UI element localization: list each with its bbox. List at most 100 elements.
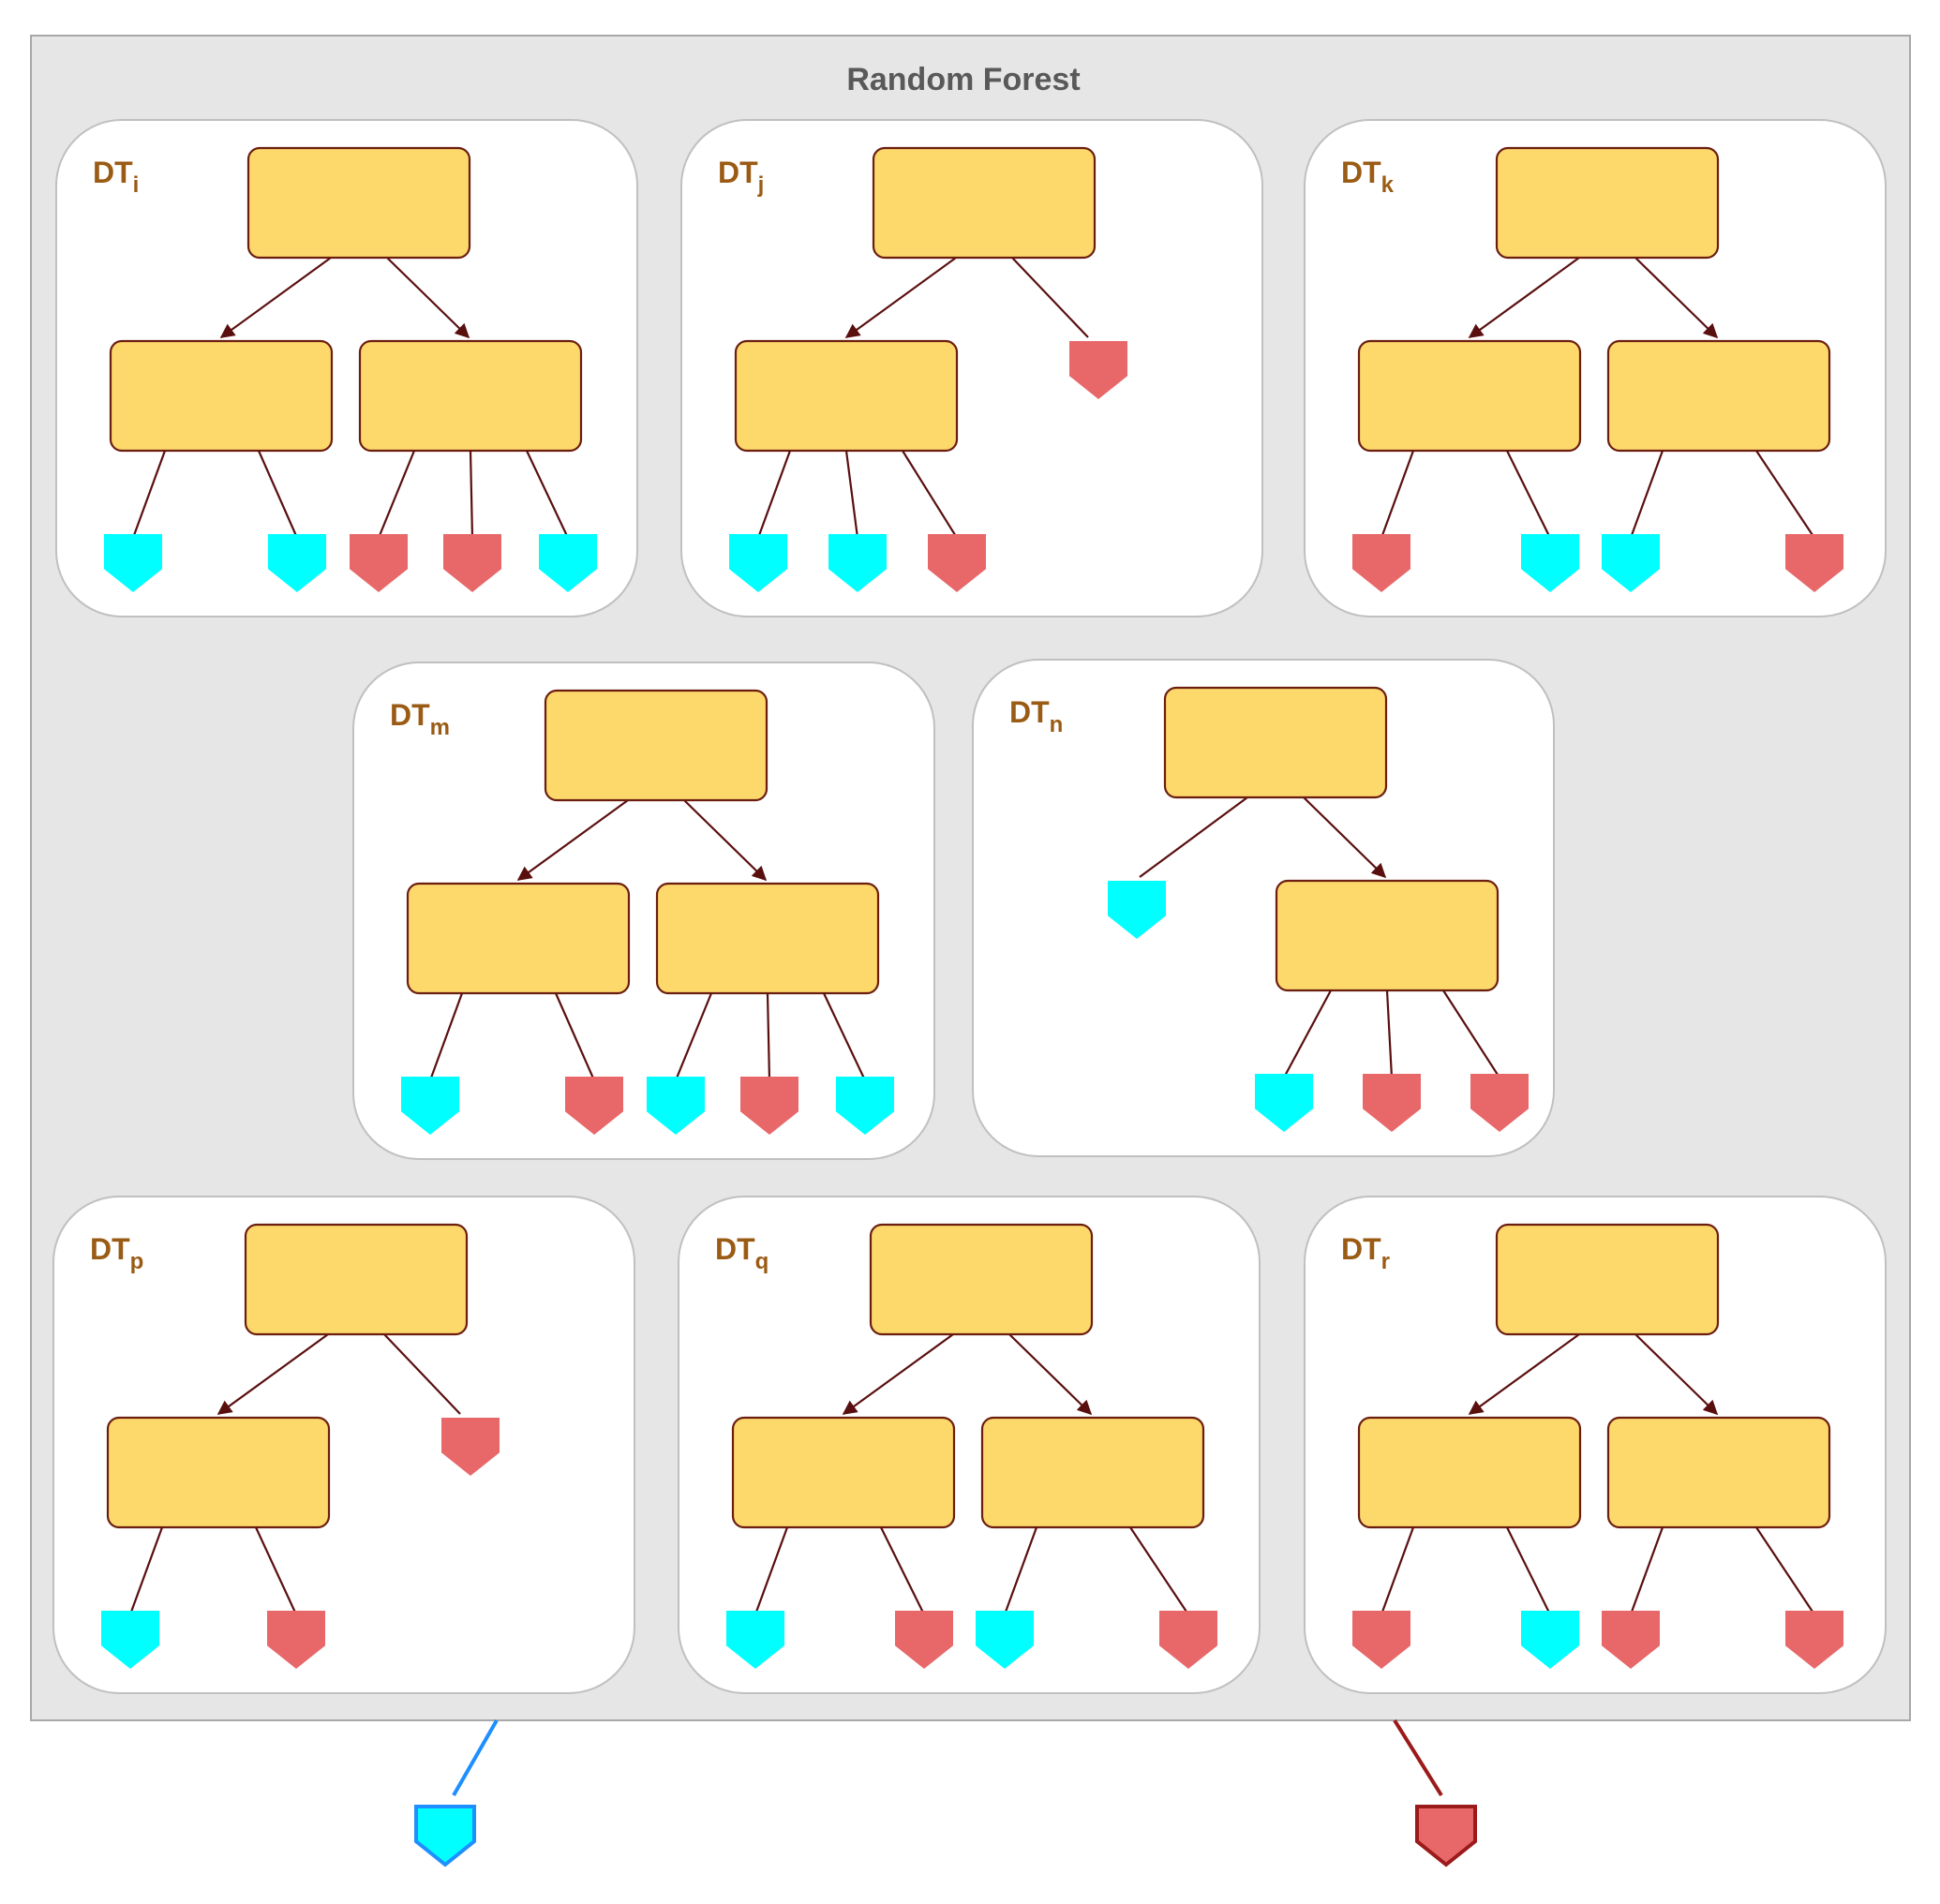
leaf-cyan [828, 534, 887, 592]
tree-edge [526, 450, 569, 539]
tree-panel-k: DTk [1304, 119, 1887, 617]
tree-edge [1303, 796, 1387, 879]
tree-edge [516, 799, 629, 881]
leaf-red [1352, 534, 1410, 592]
tree-edge [880, 1526, 925, 1615]
tree-label-subscript: j [757, 172, 765, 198]
output-edge-cyan [452, 1719, 499, 1796]
split-node [106, 1416, 331, 1529]
tree-edge [1003, 1526, 1038, 1615]
tree-edge [128, 1526, 164, 1615]
tree-edge [1506, 1526, 1551, 1615]
tree-edge [1283, 989, 1332, 1078]
split-node [980, 1416, 1205, 1529]
tree-label: DTp [90, 1232, 143, 1274]
tree-edge [1129, 1526, 1189, 1615]
output-leaf-cyan [414, 1805, 476, 1867]
root-node [1495, 146, 1720, 260]
tree-panel-background [52, 1196, 635, 1694]
root-node [1163, 686, 1388, 799]
split-node [1357, 339, 1582, 453]
tree-panel-j: DTj [680, 119, 1263, 617]
tree-panel-n: DTn [972, 659, 1555, 1157]
leaf-red [1363, 1074, 1421, 1132]
tree-label: DTq [715, 1232, 769, 1274]
tree-label-base: DT [90, 1232, 130, 1266]
tree-edge [1506, 450, 1551, 539]
tree-edge [428, 992, 464, 1081]
tree-edge [255, 1526, 297, 1615]
leaf-red [895, 1611, 953, 1669]
tree-edge [554, 992, 596, 1081]
leaf-cyan [836, 1077, 894, 1135]
split-node [109, 339, 334, 453]
tree-edge [902, 450, 958, 539]
tree-label-subscript: m [430, 715, 450, 740]
leaf-cyan [1521, 1611, 1579, 1669]
output-leaf-red [1415, 1805, 1477, 1867]
tree-edge [386, 257, 470, 339]
tree-edge [1442, 989, 1500, 1078]
tree-edge [131, 450, 167, 539]
leaf-red [1159, 1611, 1217, 1669]
tree-panel-i: DTi [55, 119, 638, 617]
split-node [1606, 339, 1831, 453]
root-node [872, 146, 1097, 260]
tree-panel-p: DTp [52, 1196, 635, 1694]
tree-label-base: DT [1009, 695, 1050, 729]
tree-edge [1139, 796, 1248, 878]
tree-label-subscript: p [130, 1249, 144, 1274]
tree-label: DTi [93, 156, 139, 198]
split-node [406, 882, 631, 995]
tree-edge [1008, 1333, 1093, 1416]
tree-edge [219, 257, 332, 338]
tree-panel-r: DTr [1304, 1196, 1887, 1694]
tree-edge [1380, 450, 1415, 539]
leaf-cyan [104, 534, 162, 592]
tree-label-base: DT [390, 698, 430, 732]
tree-edge [766, 992, 771, 1081]
leaf-red [443, 534, 501, 592]
tree-edge [216, 1333, 329, 1415]
tree-label-subscript: r [1381, 1249, 1390, 1274]
leaf-cyan [1521, 534, 1579, 592]
tree-label-base: DT [1341, 156, 1381, 189]
leaf-cyan [101, 1611, 159, 1669]
tree-edge [377, 450, 416, 539]
tree-panel-q: DTq [678, 1196, 1261, 1694]
tree-edge [844, 257, 957, 338]
leaf-red [441, 1418, 500, 1476]
tree-panel-background [1304, 1196, 1887, 1694]
split-node [358, 339, 583, 453]
split-node [734, 339, 959, 453]
leaf-cyan [1108, 881, 1166, 939]
tree-edge [1634, 257, 1719, 339]
tree-edge [1468, 1333, 1580, 1415]
tree-label-base: DT [715, 1232, 755, 1266]
leaf-cyan [729, 534, 787, 592]
tree-label-subscript: i [133, 172, 140, 198]
tree-panel-background [352, 662, 935, 1160]
tree-panel-background [55, 119, 638, 617]
tree-edge [674, 992, 713, 1081]
root-node [1495, 1223, 1720, 1336]
tree-label-subscript: q [755, 1249, 769, 1274]
leaf-cyan [1602, 534, 1660, 592]
leaf-red [1602, 1611, 1660, 1669]
leaf-red [565, 1077, 623, 1135]
tree-edge [1634, 1333, 1719, 1416]
leaf-red [1470, 1074, 1529, 1132]
tree-panel-background [680, 119, 1263, 617]
tree-edge [1629, 450, 1664, 539]
tree-label-subscript: k [1381, 172, 1395, 198]
leaf-cyan [726, 1611, 784, 1669]
leaf-cyan [268, 534, 326, 592]
tree-edge [1380, 1526, 1415, 1615]
tree-edge [756, 450, 792, 539]
root-node [244, 1223, 469, 1336]
leaf-cyan [401, 1077, 459, 1135]
tree-edge [842, 1333, 954, 1415]
leaf-cyan [1255, 1074, 1313, 1132]
leaf-red [267, 1611, 325, 1669]
